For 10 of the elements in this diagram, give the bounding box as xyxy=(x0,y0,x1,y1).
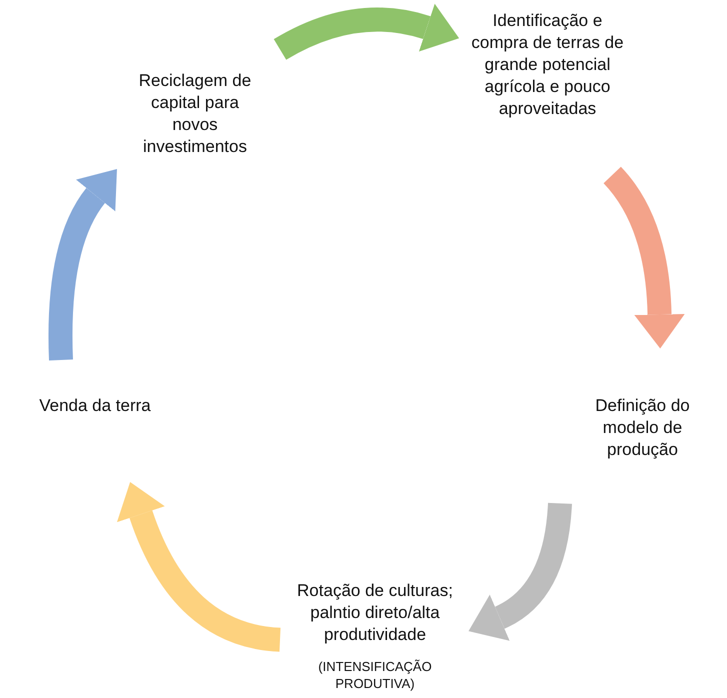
step-note: (INTENSIFICAÇÃO PRODUTIVA) xyxy=(317,658,433,692)
step-text: Rotação de culturas; palntio direto/alta produtividade xyxy=(296,580,454,646)
step-text: Identificação e compra de terras de grande potencial agrícola e pouco aproveitadas xyxy=(470,10,625,120)
curved-arrow xyxy=(274,3,460,60)
curved-arrow xyxy=(48,168,116,360)
step-text: Venda da terra xyxy=(38,395,152,417)
curved-arrow xyxy=(469,502,572,640)
curved-arrow xyxy=(603,167,685,348)
step-text: Reciclagem de capital para novos investimentos xyxy=(138,70,252,158)
step-text: Definição do modelo de produção xyxy=(594,395,691,461)
